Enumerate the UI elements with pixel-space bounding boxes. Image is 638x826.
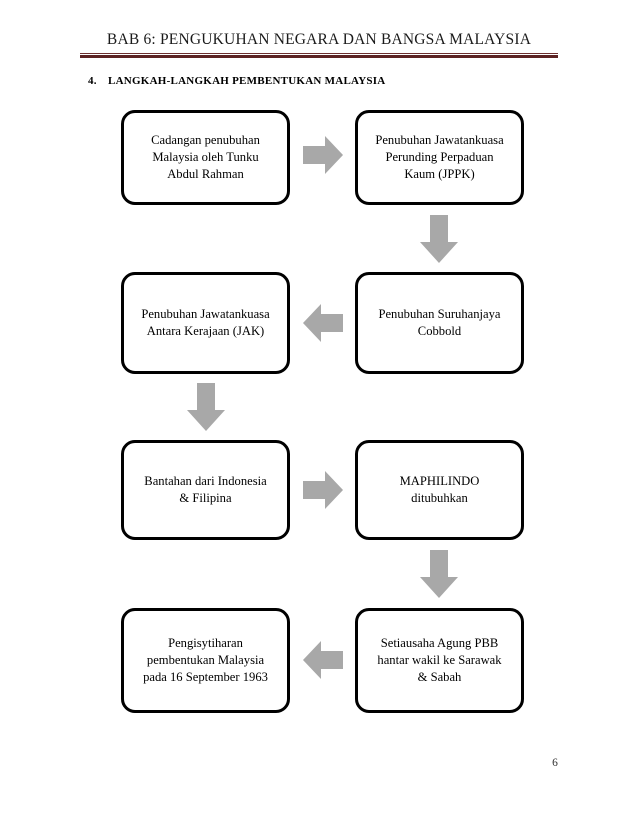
arrow-left-n3-n4: [303, 304, 343, 342]
section-title: LANGKAH-LANGKAH PEMBENTUKAN MALAYSIA: [108, 75, 386, 87]
flow-node-n6[interactable]: MAPHILINDO ditubuhkan: [355, 440, 524, 540]
section-heading: 4. LANGKAH-LANGKAH PEMBENTUKAN MALAYSIA: [88, 74, 386, 88]
flow-node-n2-label: Penubuhan Jawatankuasa Perunding Perpadu…: [375, 133, 504, 181]
document-header: BAB 6: PENGUKUHAN NEGARA DAN BANGSA MALA…: [80, 30, 558, 58]
title-divider: [80, 53, 558, 58]
flow-node-n7-label: Setiausaha Agung PBB hantar wakil ke Sar…: [377, 636, 502, 684]
arrow-right-n5-n6: [303, 471, 343, 509]
flow-node-n2[interactable]: Penubuhan Jawatankuasa Perunding Perpadu…: [355, 110, 524, 205]
flow-node-n3-label: Penubuhan Suruhanjaya Cobbold: [378, 307, 501, 338]
flow-node-n8[interactable]: Pengisytiharan pembentukan Malaysia pada…: [121, 608, 290, 713]
flow-node-n5-label: Bantahan dari Indonesia & Filipina: [144, 474, 267, 505]
section-number: 4.: [88, 75, 97, 87]
flow-node-n4[interactable]: Penubuhan Jawatankuasa Antara Kerajaan (…: [121, 272, 290, 374]
flow-node-n4-label: Penubuhan Jawatankuasa Antara Kerajaan (…: [141, 307, 270, 338]
arrow-down-n2-n3: [420, 215, 458, 263]
flow-node-n8-label: Pengisytiharan pembentukan Malaysia pada…: [143, 636, 268, 684]
flow-node-n1[interactable]: Cadangan penubuhan Malaysia oleh Tunku A…: [121, 110, 290, 205]
arrow-down-n4-n5: [187, 383, 225, 431]
flow-node-n3[interactable]: Penubuhan Suruhanjaya Cobbold: [355, 272, 524, 374]
arrow-left-n7-n8: [303, 641, 343, 679]
flow-node-n5[interactable]: Bantahan dari Indonesia & Filipina: [121, 440, 290, 540]
flow-node-n1-label: Cadangan penubuhan Malaysia oleh Tunku A…: [151, 133, 260, 181]
flow-node-n6-label: MAPHILINDO ditubuhkan: [399, 474, 480, 505]
arrow-down-n6-n7: [420, 550, 458, 598]
page-number: 6: [552, 757, 558, 769]
page-title: BAB 6: PENGUKUHAN NEGARA DAN BANGSA MALA…: [106, 31, 532, 48]
flow-node-n7[interactable]: Setiausaha Agung PBB hantar wakil ke Sar…: [355, 608, 524, 713]
arrow-right-n1-n2: [303, 136, 343, 174]
